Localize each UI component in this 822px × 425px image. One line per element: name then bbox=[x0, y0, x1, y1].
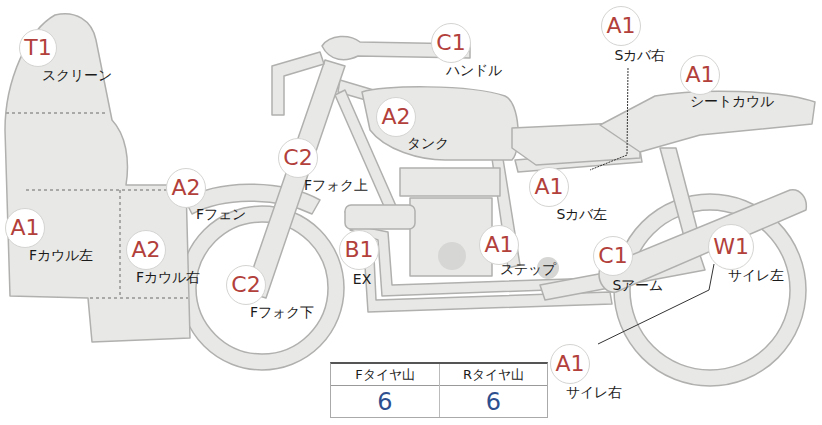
callout-circle: W1サイレ左 bbox=[708, 224, 754, 270]
condition-code: A1 bbox=[534, 176, 563, 198]
condition-code: A1 bbox=[555, 353, 584, 375]
part-name: Fカウル右 bbox=[136, 270, 200, 285]
part-name: ハンドル bbox=[446, 63, 502, 78]
callout-circle: A1Fカウル左 bbox=[5, 208, 45, 248]
part-name: ステップ bbox=[500, 262, 556, 277]
condition-code: C1 bbox=[598, 245, 627, 267]
part-name: Fフェン bbox=[196, 207, 246, 222]
condition-code: A1 bbox=[685, 64, 714, 86]
condition-code: C2 bbox=[231, 274, 260, 296]
condition-code: A1 bbox=[606, 15, 635, 37]
condition-code: A1 bbox=[484, 234, 513, 256]
part-name: Sカバ左 bbox=[557, 207, 608, 222]
callout-circle: A1シートカウル bbox=[680, 55, 720, 95]
table-header: Fタイヤ山 bbox=[331, 364, 439, 386]
leader-line bbox=[590, 68, 714, 344]
callout-circle: A1ステップ bbox=[479, 225, 519, 265]
callout-circle: A1サイレ右 bbox=[550, 344, 590, 384]
tire-table: Fタイヤ山Rタイヤ山66 bbox=[330, 362, 548, 418]
part-name: Fフォク下 bbox=[250, 305, 314, 320]
condition-code: T1 bbox=[24, 37, 51, 59]
callout-circle: C1ハンドル bbox=[431, 23, 471, 63]
part-name: タンク bbox=[407, 136, 449, 151]
table-header: Rタイヤ山 bbox=[440, 364, 547, 386]
condition-code: A2 bbox=[171, 177, 200, 199]
callout-circle: B1EX bbox=[339, 230, 379, 270]
part-name: サイレ左 bbox=[728, 268, 784, 283]
callout-circle: A1Sカバ右 bbox=[601, 6, 641, 46]
callout-circle: A1Sカバ左 bbox=[529, 167, 569, 207]
table-value: 6 bbox=[331, 386, 439, 417]
callout-circle: T1スクリーン bbox=[19, 29, 57, 67]
callout-circle: A2タンク bbox=[376, 97, 416, 137]
callout-circle: C2Fフォク下 bbox=[226, 265, 266, 305]
condition-code: A1 bbox=[10, 217, 39, 239]
table-value: 6 bbox=[440, 386, 547, 417]
part-name: Sカバ右 bbox=[615, 48, 666, 63]
condition-code: A2 bbox=[131, 239, 160, 261]
condition-code: C2 bbox=[283, 147, 312, 169]
part-name: Fフォク上 bbox=[304, 178, 368, 193]
condition-code: C1 bbox=[436, 32, 465, 54]
part-name: サイレ右 bbox=[566, 385, 622, 400]
callout-circle: A2Fフェン bbox=[166, 168, 206, 208]
callout-circle: C1Sアーム bbox=[593, 236, 633, 276]
condition-code: W1 bbox=[713, 236, 749, 258]
part-name: Fカウル左 bbox=[29, 248, 93, 263]
part-name: EX bbox=[353, 272, 371, 287]
condition-code: A2 bbox=[381, 106, 410, 128]
part-name: スクリーン bbox=[42, 68, 112, 83]
part-name: Sアーム bbox=[613, 278, 664, 293]
part-name: シートカウル bbox=[690, 94, 774, 109]
callout-circle: A2Fカウル右 bbox=[126, 230, 166, 270]
callout-circle: C2Fフォク上 bbox=[278, 138, 318, 178]
condition-code: B1 bbox=[344, 239, 373, 261]
